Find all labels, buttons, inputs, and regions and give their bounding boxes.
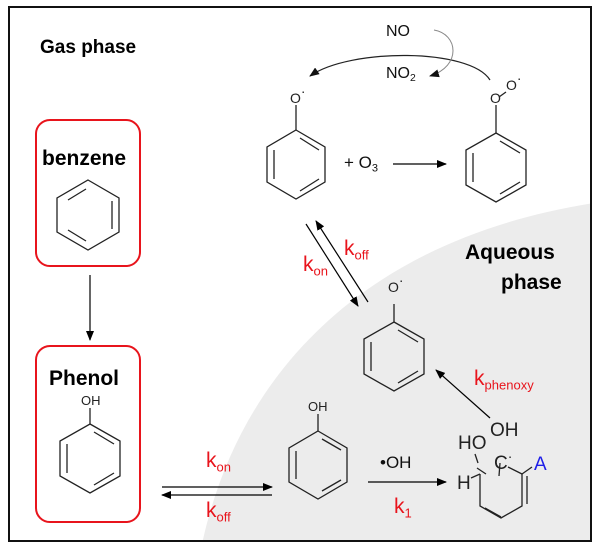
peroxy-oxygen-2: O· [506,70,522,93]
kphenoxy-label: kphenoxy [474,367,534,393]
kon-phenoxy-label: kon [303,253,328,279]
oh-radical-label: •OH [380,453,412,472]
oh-adduct-ring [470,453,533,519]
peroxy-oxygen-1: O [490,90,501,106]
phenol-label: Phenol [49,367,120,390]
kon-phenoxy-arrow [305,223,359,307]
benzene-ring [56,179,120,251]
koff-phenoxy-label: koff [344,237,369,263]
phenoxy-aqueous-oxygen: O· [388,272,404,295]
adduct-oh-label: OH [490,420,519,441]
ozone-label: + O3 [344,153,379,175]
phenol-oh-label: OH [81,393,101,408]
koff-phenoxy-arrow [315,220,369,303]
no-label: NO [386,23,410,40]
adduct-ho-label: HO [458,433,487,454]
kon-phenol-label: kon [206,449,231,475]
aqueous-phase-label-line2: phase [501,271,562,294]
benzene-box [35,119,141,267]
kphenoxy-arrow [435,369,491,419]
substituent-a-label: A [534,454,547,475]
no2-label: NO2 [386,65,416,85]
aqueous-phase-region [202,203,590,540]
no-to-no2-arc [429,29,454,78]
gas-phase-label: Gas phase [40,37,137,58]
phenoxy-aqueous-ring [363,304,425,392]
phenol-box [35,345,141,523]
aqueous-phenol-oh-label: OH [308,399,328,414]
phenol-aqueous-ring [288,414,348,500]
k1-label: k1 [394,495,412,521]
aqueous-phase-label-line1: Aqueous [465,241,555,264]
diagram-canvas [35,29,590,540]
phenylperoxy-ring [465,91,527,203]
phenol-gas-ring [59,408,121,494]
peroxy-to-phenoxy-arc [309,54,491,81]
phenoxy-gas-ring [266,105,326,200]
diagram-frame: Gas phase Aqueous phase benzene Phenol O… [8,6,592,542]
koff-phenol-label: koff [206,499,231,525]
adduct-h-label: H [457,473,471,494]
phenoxy-gas-oxygen: O· [290,83,306,106]
adduct-carbon-radical: C· [494,448,513,474]
benzene-label: benzene [42,147,127,170]
